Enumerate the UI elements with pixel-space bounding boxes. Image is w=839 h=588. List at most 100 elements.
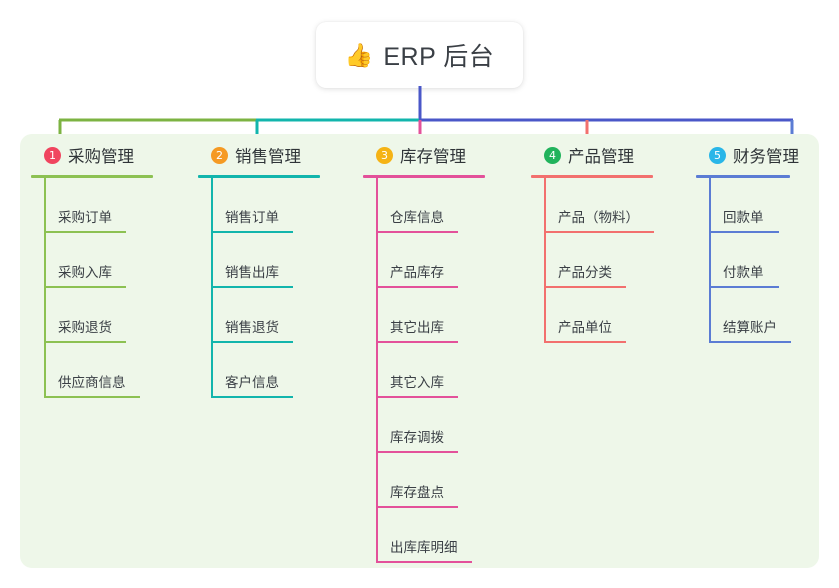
column-spine-1 xyxy=(44,178,46,398)
column-2: 2 销售管理销售订单销售出库销售退货客户信息 xyxy=(198,142,348,398)
leaf-node[interactable]: 库存调拨 xyxy=(363,398,513,453)
leaf-underline xyxy=(376,561,472,563)
leaf-underline xyxy=(44,341,126,343)
column-badge-1: 1 xyxy=(44,146,61,164)
column-spine-5 xyxy=(709,178,711,343)
leaf-underline xyxy=(376,396,458,398)
leaf-underline xyxy=(44,396,140,398)
root-title: ERP 后台 xyxy=(383,43,495,71)
leaf-node[interactable]: 产品分类 xyxy=(531,233,681,288)
leaf-label: 销售退货 xyxy=(225,320,279,335)
leaf-underline xyxy=(544,341,626,343)
leaf-underline xyxy=(211,341,293,343)
leaf-underline xyxy=(709,231,779,233)
leaf-node[interactable]: 结算账户 xyxy=(696,288,818,343)
leaf-underline xyxy=(376,341,458,343)
leaf-node[interactable]: 付款单 xyxy=(696,233,818,288)
leaf-underline xyxy=(376,506,458,508)
leaf-node[interactable]: 产品单位 xyxy=(531,288,681,343)
column-underline-3 xyxy=(363,175,485,178)
column-title-3: 库存管理 xyxy=(400,148,466,166)
column-header-3[interactable]: 3 库存管理 xyxy=(363,142,513,168)
column-items-4: 产品（物料） 产品分类产品单位 xyxy=(531,178,681,343)
column-badge-4: 4 xyxy=(544,146,561,164)
leaf-label: 付款单 xyxy=(723,265,764,280)
leaf-underline xyxy=(544,286,626,288)
leaf-node[interactable]: 供应商信息 xyxy=(31,343,181,398)
column-badge-3: 3 xyxy=(376,146,393,164)
root-node[interactable]: 👍 ERP 后台 xyxy=(316,22,523,88)
leaf-node[interactable]: 销售订单 xyxy=(198,178,348,233)
column-spine-2 xyxy=(211,178,213,398)
leaf-label: 库存调拨 xyxy=(390,430,444,445)
leaf-label: 库存盘点 xyxy=(390,485,444,500)
leaf-label: 其它入库 xyxy=(390,375,444,390)
leaf-node[interactable]: 出库库明细 xyxy=(363,508,513,563)
column-items-5: 回款单付款单结算账户 xyxy=(696,178,818,343)
leaf-label: 产品（物料） xyxy=(558,210,639,225)
column-spine-3 xyxy=(376,178,378,563)
leaf-underline xyxy=(376,286,458,288)
leaf-underline xyxy=(44,286,126,288)
column-title-1: 采购管理 xyxy=(68,148,134,166)
column-underline-1 xyxy=(31,175,153,178)
leaf-label: 采购入库 xyxy=(58,265,112,280)
column-4: 4 产品管理产品（物料） 产品分类产品单位 xyxy=(531,142,681,343)
leaf-underline xyxy=(211,286,293,288)
leaf-underline xyxy=(709,341,791,343)
column-header-4[interactable]: 4 产品管理 xyxy=(531,142,681,168)
column-5: 5 财务管理回款单付款单结算账户 xyxy=(696,142,818,343)
column-header-5[interactable]: 5 财务管理 xyxy=(696,142,818,168)
column-underline-4 xyxy=(531,175,653,178)
leaf-label: 出库库明细 xyxy=(390,540,458,555)
column-items-3: 仓库信息产品库存其它出库其它入库库存调拨库存盘点出库库明细 xyxy=(363,178,513,563)
leaf-node[interactable]: 采购退货 xyxy=(31,288,181,343)
diagram-panel xyxy=(20,134,819,568)
leaf-node[interactable]: 销售退货 xyxy=(198,288,348,343)
leaf-node[interactable]: 回款单 xyxy=(696,178,818,233)
leaf-label: 供应商信息 xyxy=(58,375,126,390)
column-3: 3 库存管理仓库信息产品库存其它出库其它入库库存调拨库存盘点出库库明细 xyxy=(363,142,513,563)
leaf-node[interactable]: 客户信息 xyxy=(198,343,348,398)
column-title-2: 销售管理 xyxy=(235,148,301,166)
leaf-label: 回款单 xyxy=(723,210,764,225)
column-items-1: 采购订单采购入库采购退货供应商信息 xyxy=(31,178,181,398)
column-header-1[interactable]: 1 采购管理 xyxy=(31,142,181,168)
column-badge-5: 5 xyxy=(709,146,726,164)
leaf-label: 采购退货 xyxy=(58,320,112,335)
leaf-label: 产品分类 xyxy=(558,265,612,280)
column-badge-2: 2 xyxy=(211,146,228,164)
leaf-underline xyxy=(211,231,293,233)
leaf-underline xyxy=(376,231,458,233)
leaf-node[interactable]: 采购入库 xyxy=(31,233,181,288)
thumbs-up-icon: 👍 xyxy=(344,41,374,68)
leaf-node[interactable]: 销售出库 xyxy=(198,233,348,288)
leaf-node[interactable]: 仓库信息 xyxy=(363,178,513,233)
leaf-underline xyxy=(211,396,293,398)
column-underline-5 xyxy=(696,175,790,178)
leaf-underline xyxy=(544,231,654,233)
leaf-node[interactable]: 产品（物料） xyxy=(531,178,681,233)
leaf-label: 客户信息 xyxy=(225,375,279,390)
leaf-underline xyxy=(376,451,458,453)
leaf-label: 销售订单 xyxy=(225,210,279,225)
leaf-label: 产品单位 xyxy=(558,320,612,335)
leaf-label: 销售出库 xyxy=(225,265,279,280)
leaf-underline xyxy=(709,286,779,288)
leaf-label: 仓库信息 xyxy=(390,210,444,225)
leaf-node[interactable]: 库存盘点 xyxy=(363,453,513,508)
leaf-node[interactable]: 产品库存 xyxy=(363,233,513,288)
column-1: 1 采购管理采购订单采购入库采购退货供应商信息 xyxy=(31,142,181,398)
leaf-label: 结算账户 xyxy=(723,320,777,335)
leaf-label: 产品库存 xyxy=(390,265,444,280)
column-items-2: 销售订单销售出库销售退货客户信息 xyxy=(198,178,348,398)
leaf-node[interactable]: 其它出库 xyxy=(363,288,513,343)
leaf-label: 其它出库 xyxy=(390,320,444,335)
column-header-2[interactable]: 2 销售管理 xyxy=(198,142,348,168)
leaf-node[interactable]: 采购订单 xyxy=(31,178,181,233)
leaf-node[interactable]: 其它入库 xyxy=(363,343,513,398)
column-title-5: 财务管理 xyxy=(733,148,799,166)
column-underline-2 xyxy=(198,175,320,178)
leaf-underline xyxy=(44,231,126,233)
column-title-4: 产品管理 xyxy=(568,148,634,166)
